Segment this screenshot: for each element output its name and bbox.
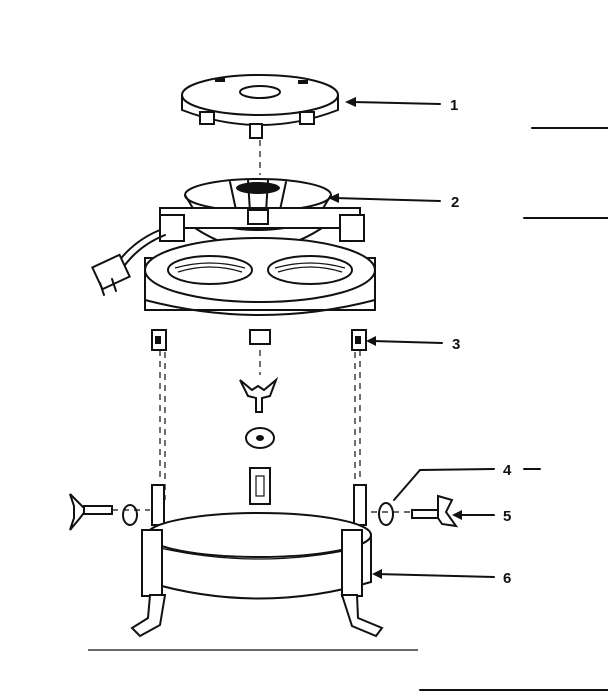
left-fastener <box>69 493 150 531</box>
callout-leaders <box>328 97 541 579</box>
power-cord <box>91 229 166 296</box>
callout-2: 2 <box>451 194 459 211</box>
margin-lines <box>88 127 608 691</box>
callout-3: 3 <box>452 336 460 353</box>
callout-4: 4 <box>503 462 512 479</box>
callout-5: 5 <box>503 508 511 525</box>
callout-numbers: 1 2 3 4 5 6 <box>450 97 512 587</box>
callout-1: 1 <box>450 97 458 114</box>
right-fastener <box>360 494 459 528</box>
callout-6: 6 <box>503 570 511 587</box>
center-fastener <box>239 376 279 505</box>
base-ring-part <box>130 484 384 638</box>
lid-part <box>181 74 339 139</box>
basket-part <box>159 178 365 250</box>
urn-body <box>144 140 376 500</box>
